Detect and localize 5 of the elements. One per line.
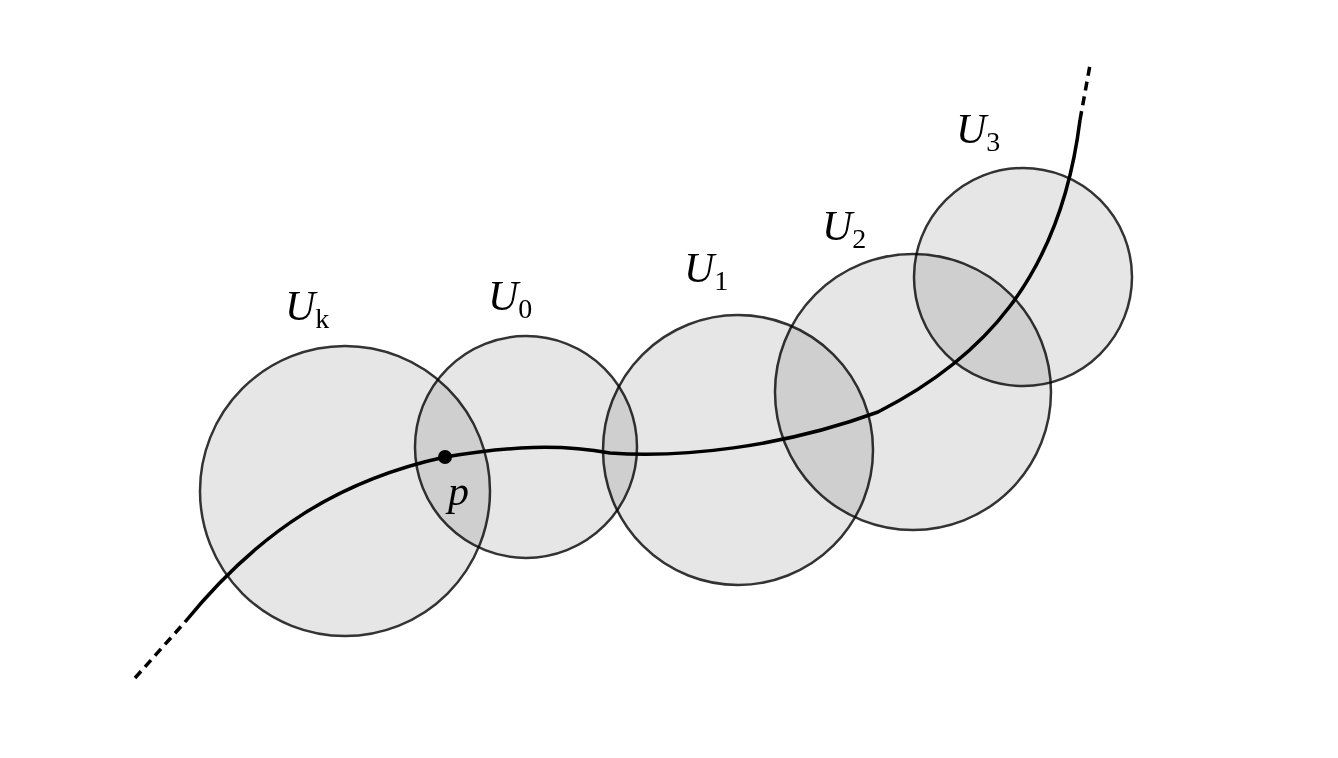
set-label: U$_{k}$ [285,285,330,333]
set-label: U$_{0}$ [488,275,533,323]
set-label: U$_{1}$ [684,247,729,295]
set-label: U$_{3}$ [956,108,1001,156]
set-label: U$_{2}$ [822,205,867,253]
